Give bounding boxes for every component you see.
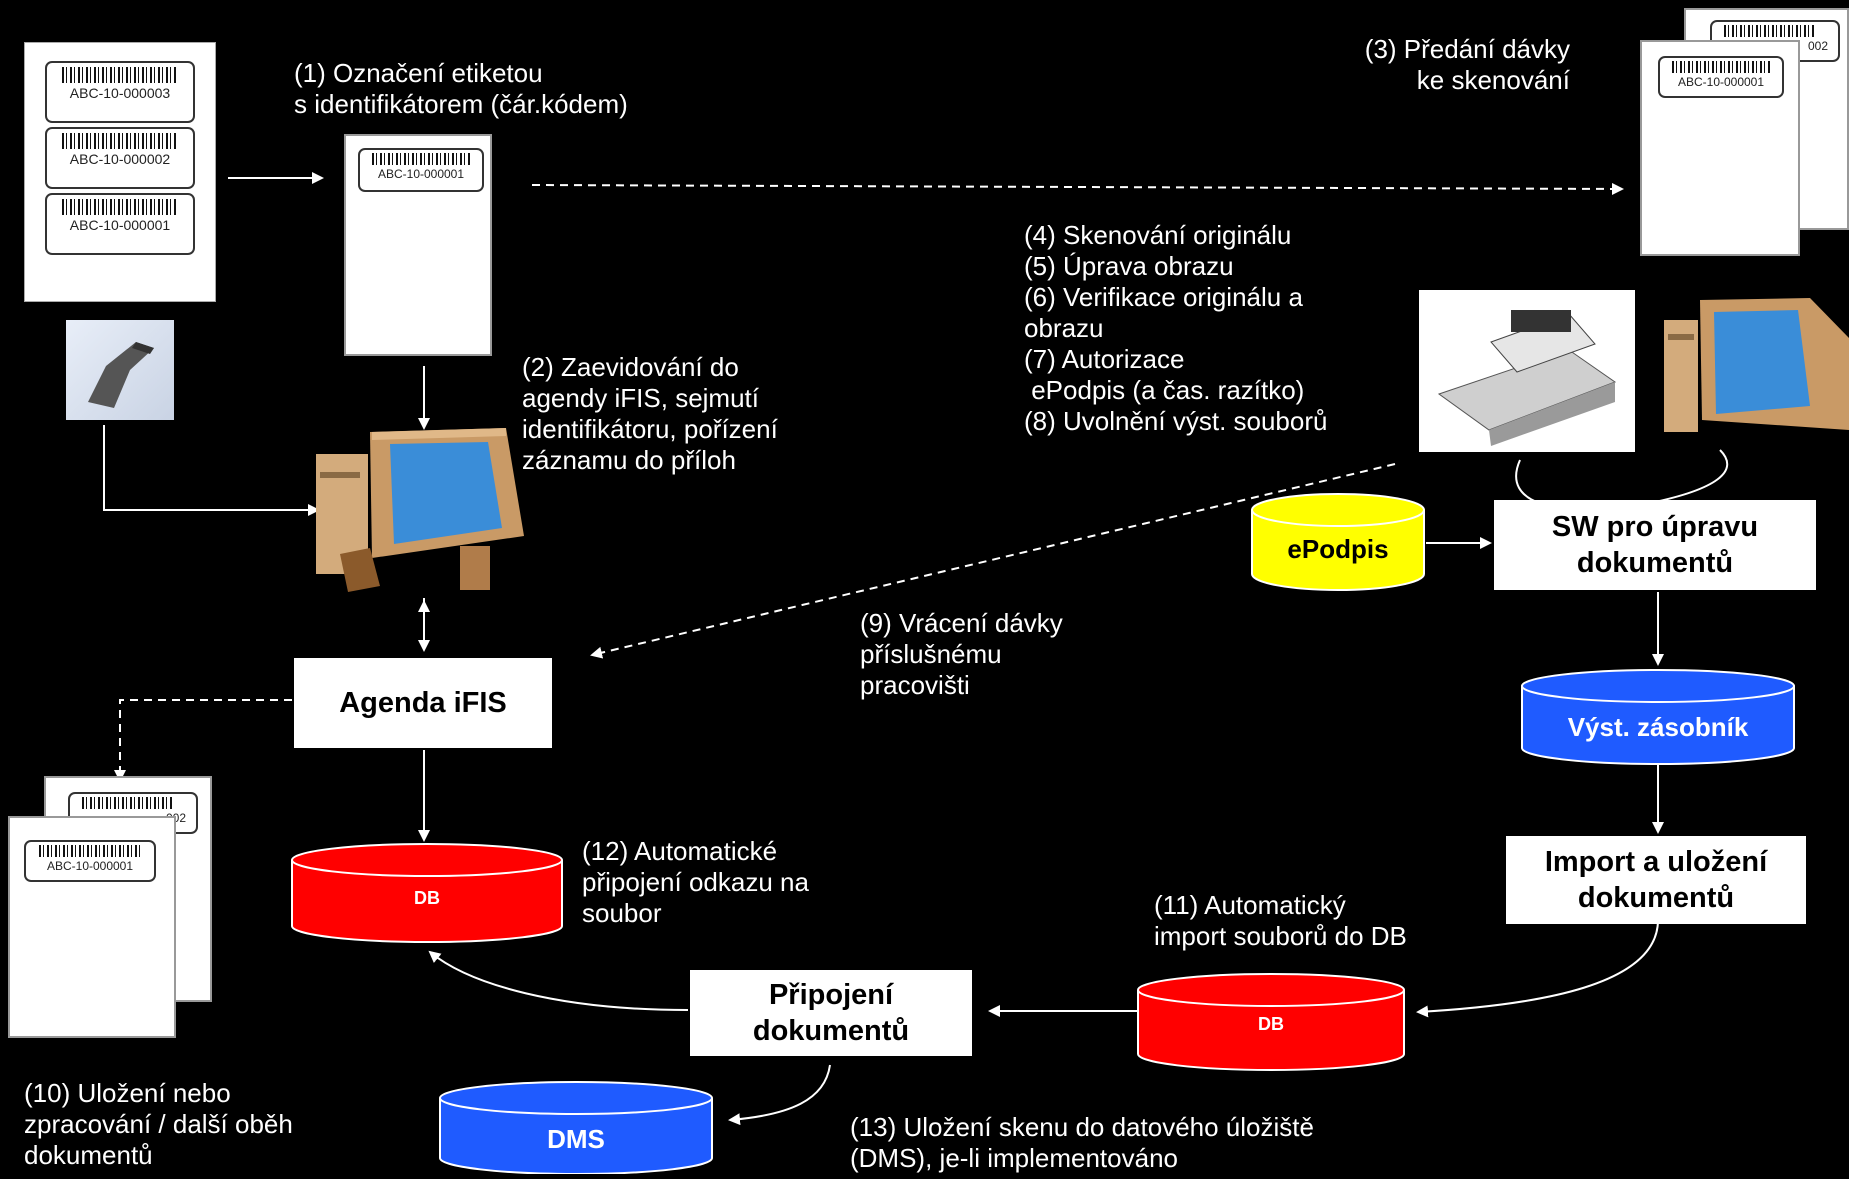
computer-icon-right [1660,290,1849,442]
db-left-cylinder: DB [290,842,564,944]
barcode-label: ABC-10-000001 [358,148,484,192]
agenda-ifis-box: Agenda iFIS [294,658,552,748]
labeled-document: ABC-10-000001 [344,134,492,356]
batch-document-front: ABC-10-000001 [1640,40,1800,256]
barcode-label: ABC-10-000001 [45,193,195,255]
step-4-8-text: (4) Skenování originálu(5) Úprava obrazu… [1024,220,1328,436]
vyst-zasobnik-cylinder: Výst. zásobník [1520,668,1796,766]
dms-cylinder: DMS [438,1080,714,1175]
barcode-label: ABC-10-000002 [45,127,195,189]
arrow-doc-to-batch [531,182,1624,195]
arrow-agenda-to-archive [114,699,292,782]
barcode-scanner-image [66,320,174,420]
computer-icon [310,396,528,592]
arrow-pripojeni-to-db [428,950,689,1011]
arrow-import-to-db [1416,919,1659,1018]
archived-document-front: ABC-10-000001 [8,816,176,1038]
epodpis-cylinder: ePodpis [1250,492,1426,592]
db-right-cylinder: DB [1136,972,1406,1072]
barcode-label: ABC-10-000001 [1658,56,1784,98]
barcode-label-sheet: ABC-10-000003 ABC-10-000002 ABC-10-00000… [24,42,216,302]
arrow-scan-return [590,463,1396,659]
step-13-text: (13) Uložení skenu do datového úložiště(… [850,1112,1314,1173]
arrow-pripojeni-to-dms [728,1064,831,1126]
arrow-scanner-to-pc [103,425,320,516]
barcode-label: ABC-10-000001 [24,840,156,882]
barcode-label: ABC-10-000003 [45,61,195,123]
document-scanner-image [1419,290,1635,452]
